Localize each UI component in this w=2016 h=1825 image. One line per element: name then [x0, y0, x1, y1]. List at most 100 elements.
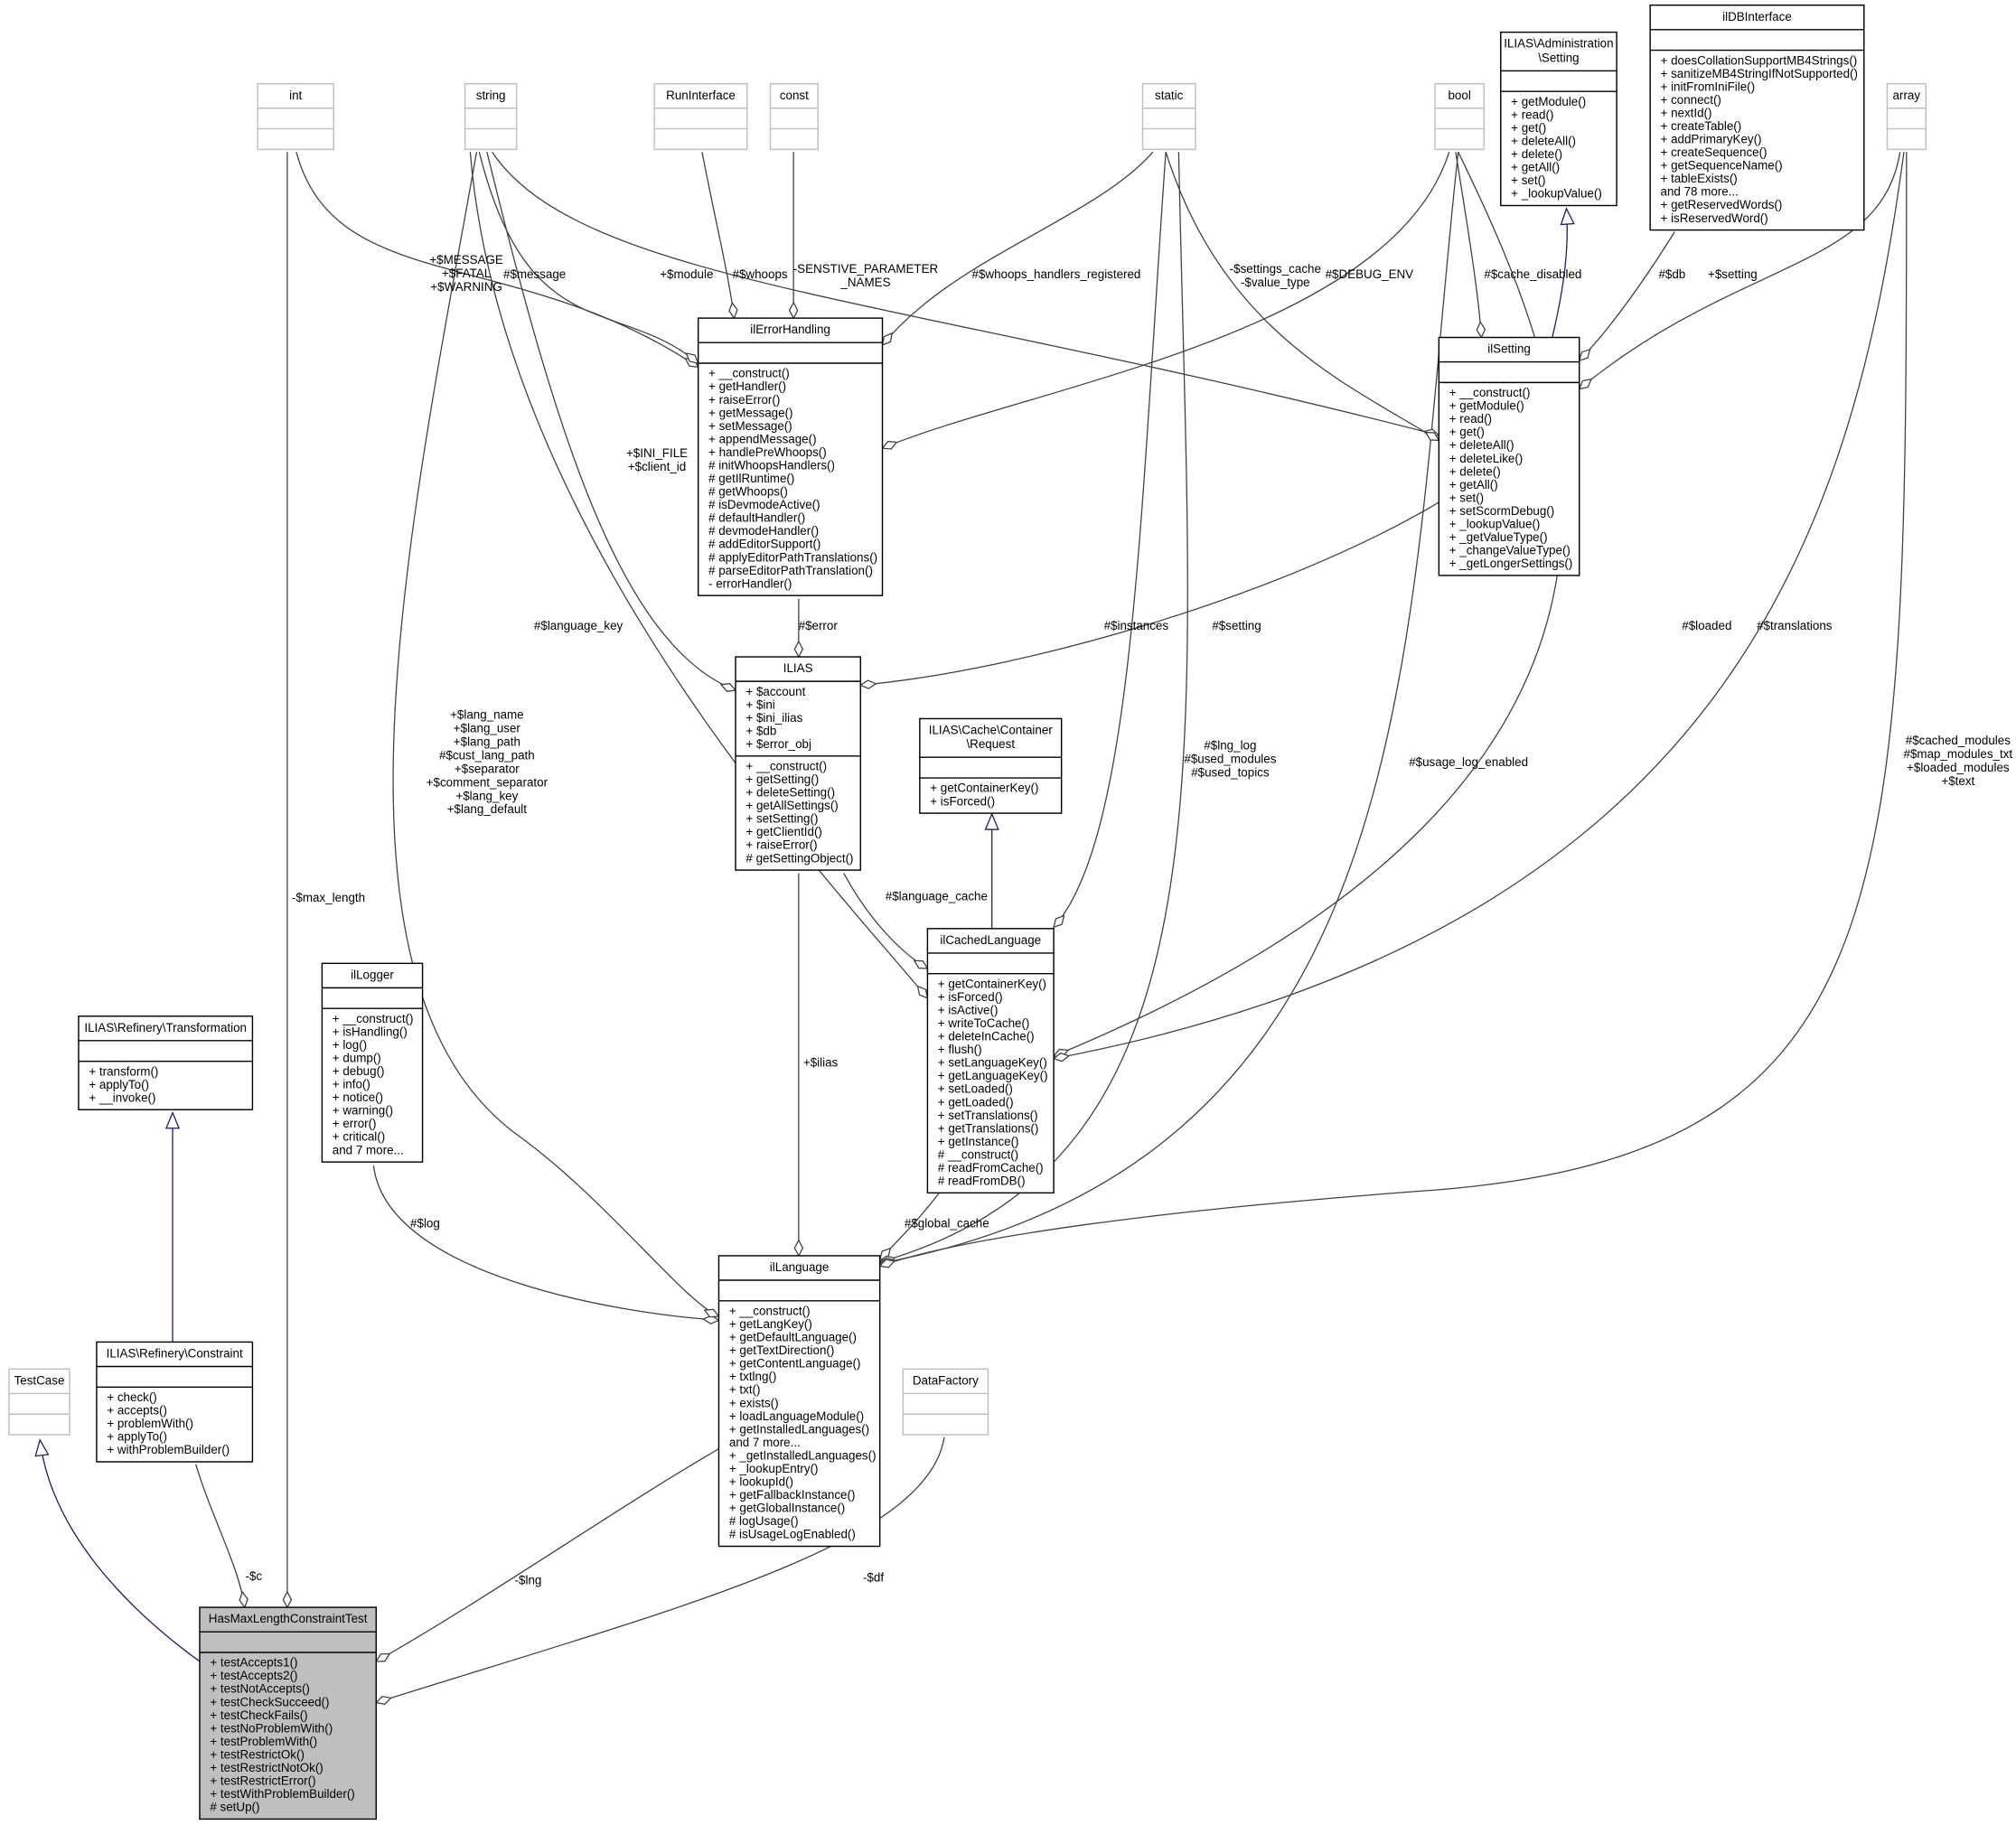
class-method[interactable]: + check() [107, 1390, 156, 1404]
class-method[interactable]: + testRestrictNotOk() [210, 1761, 323, 1774]
class-method[interactable]: + info() [333, 1078, 370, 1091]
class-method[interactable]: + __construct() [708, 367, 790, 380]
class-method[interactable]: + getSequenceName() [1661, 159, 1783, 173]
class-method[interactable]: # getWhoops() [708, 485, 788, 499]
class-method[interactable]: + testAccepts1() [210, 1656, 297, 1670]
class-method[interactable]: + getHandler() [708, 379, 786, 393]
class-method[interactable]: + loadLanguageModule() [729, 1409, 864, 1423]
class-method[interactable]: + createSequence() [1661, 145, 1768, 159]
class-method[interactable]: + testNotAccepts() [210, 1682, 310, 1696]
class-method[interactable]: + getAll() [1449, 478, 1498, 491]
class-method[interactable]: + getSetting() [745, 772, 819, 786]
class-method[interactable]: + dump() [333, 1052, 381, 1065]
class-method[interactable]: + __construct() [745, 759, 827, 772]
class-int[interactable]: int [257, 82, 334, 151]
class-method[interactable]: + tableExists() [1661, 172, 1738, 185]
class-il-setting[interactable]: ilSetting+ __construct()+ getModule()+ r… [1438, 336, 1580, 576]
class-method[interactable]: + getAllSettings() [745, 799, 838, 812]
class-method[interactable]: # __construct() [938, 1147, 1018, 1161]
class-method[interactable]: + getLoaded() [938, 1095, 1014, 1109]
class-method[interactable]: + _lookupValue() [1449, 517, 1541, 530]
class-method[interactable]: + getContainerKey() [938, 977, 1046, 990]
class-method[interactable]: + flush() [938, 1043, 982, 1056]
class-method[interactable]: + applyTo() [107, 1430, 167, 1444]
class-method[interactable]: + debug() [333, 1064, 385, 1078]
class-method[interactable]: + testRestrictOk() [210, 1747, 305, 1761]
class-method[interactable]: + getMessage() [708, 406, 792, 419]
class-method[interactable]: # defaultHandler() [708, 511, 805, 525]
class-method[interactable]: + getContainerKey() [930, 781, 1038, 795]
class-method[interactable]: + setMessage() [708, 419, 792, 433]
class-method[interactable]: + setScormDebug() [1449, 504, 1554, 518]
class-method[interactable]: + getModule() [1449, 399, 1524, 413]
class-method[interactable]: + getLanguageKey() [938, 1069, 1048, 1082]
class-method[interactable]: + getAll() [1511, 161, 1560, 174]
class-method[interactable]: # getSettingObject() [745, 851, 853, 865]
class-method[interactable]: and 7 more... [333, 1143, 404, 1156]
class-method[interactable]: + critical() [333, 1130, 385, 1144]
class-method[interactable]: # setUp() [210, 1801, 259, 1814]
class-method[interactable]: + _getValueType() [1449, 530, 1548, 544]
class-method[interactable]: # initWhoopsHandlers() [708, 458, 835, 472]
class-method[interactable]: + read() [1511, 108, 1553, 121]
class-method[interactable]: + sanitizeMB4StringIfNotSupported() [1661, 67, 1858, 80]
class-method[interactable]: + getTranslations() [938, 1121, 1039, 1135]
class-method[interactable]: + _lookupValue() [1511, 187, 1602, 201]
class-method[interactable]: + handlePreWhoops() [708, 445, 827, 459]
class-method[interactable]: # getIlRuntime() [708, 472, 794, 485]
class-method[interactable]: + _getInstalledLanguages() [729, 1448, 877, 1462]
class-method[interactable]: + addPrimaryKey() [1661, 133, 1762, 146]
class-il-language[interactable]: ilLanguage+ __construct()+ getLangKey()+… [717, 1255, 881, 1548]
class-method[interactable]: # readFromDB() [938, 1175, 1026, 1188]
class-method[interactable]: + setLoaded() [938, 1082, 1013, 1096]
class-method[interactable]: # isUsageLogEnabled() [729, 1528, 856, 1541]
class-method[interactable]: + __construct() [1449, 386, 1531, 399]
class-il-dbinterface[interactable]: ilDBInterface+ doesCollationSupportMB4St… [1649, 4, 1865, 231]
class-method[interactable]: + isReservedWord() [1661, 211, 1768, 225]
class-method[interactable]: + exists() [729, 1396, 779, 1409]
class-method[interactable]: + testCheckSucceed() [210, 1695, 329, 1708]
class-method[interactable]: + deleteInCache() [938, 1030, 1035, 1044]
class-method[interactable]: + accepts() [107, 1404, 167, 1418]
class-method[interactable]: + getContentLanguage() [729, 1357, 861, 1371]
class-method[interactable]: + __invoke() [89, 1090, 155, 1104]
class-method[interactable]: + getClientId() [745, 825, 821, 838]
class-method[interactable]: - errorHandler() [708, 576, 792, 590]
class-method[interactable]: + isHandling() [333, 1025, 408, 1038]
class-method[interactable]: + isForced() [930, 794, 995, 808]
class-method[interactable]: and 7 more... [729, 1436, 801, 1449]
class-method[interactable]: + set() [1511, 173, 1545, 187]
class-method[interactable]: + testAccepts2() [210, 1669, 297, 1682]
class-method[interactable]: + appendMessage() [708, 432, 816, 445]
class-method[interactable]: + getTextDirection() [729, 1343, 834, 1357]
class-method[interactable]: + testProblemWith() [210, 1735, 317, 1748]
class-method[interactable]: + _lookupEntry() [729, 1462, 819, 1475]
class-bool[interactable]: bool [1434, 82, 1485, 151]
class-il-error-handling[interactable]: ilErrorHandling+ __construct()+ getHandl… [697, 317, 884, 596]
class-method[interactable]: + withProblemBuilder() [107, 1443, 230, 1456]
class-method[interactable]: + deleteAll() [1449, 438, 1514, 452]
class-method[interactable]: + connect() [1661, 93, 1721, 107]
class-method[interactable]: + setTranslations() [938, 1109, 1038, 1122]
class-method[interactable]: + nextId() [1661, 106, 1712, 119]
class-method[interactable]: + delete() [1511, 147, 1562, 161]
class-method[interactable]: + txtlng() [729, 1370, 776, 1383]
class-method[interactable]: + getModule() [1511, 95, 1586, 108]
class-method[interactable]: + getInstalledLanguages() [729, 1422, 869, 1436]
class-method[interactable]: + notice() [333, 1090, 383, 1104]
class-method[interactable]: + doesCollationSupportMB4Strings() [1661, 53, 1858, 67]
class-method[interactable]: + setLanguageKey() [938, 1056, 1047, 1070]
class-il-cached-language[interactable]: ilCachedLanguage+ getContainerKey()+ isF… [926, 928, 1055, 1194]
class-method[interactable]: + getReservedWords() [1661, 198, 1783, 211]
class-method[interactable]: + getDefaultLanguage() [729, 1331, 857, 1344]
class-method[interactable]: + initFromIniFile() [1661, 80, 1756, 93]
class-method[interactable]: + lookupId() [729, 1475, 793, 1489]
class-method[interactable]: # applyEditorPathTranslations() [708, 550, 877, 564]
class-method[interactable]: + __construct() [333, 1012, 414, 1025]
class-method[interactable]: + testCheckFails() [210, 1708, 307, 1722]
class-method[interactable]: + read() [1449, 412, 1492, 426]
class-method[interactable]: + get() [1449, 426, 1485, 439]
class-method[interactable]: + setSetting() [745, 812, 818, 826]
class-method[interactable]: + writeToCache() [938, 1016, 1030, 1030]
class-method[interactable]: + isActive() [938, 1003, 999, 1016]
